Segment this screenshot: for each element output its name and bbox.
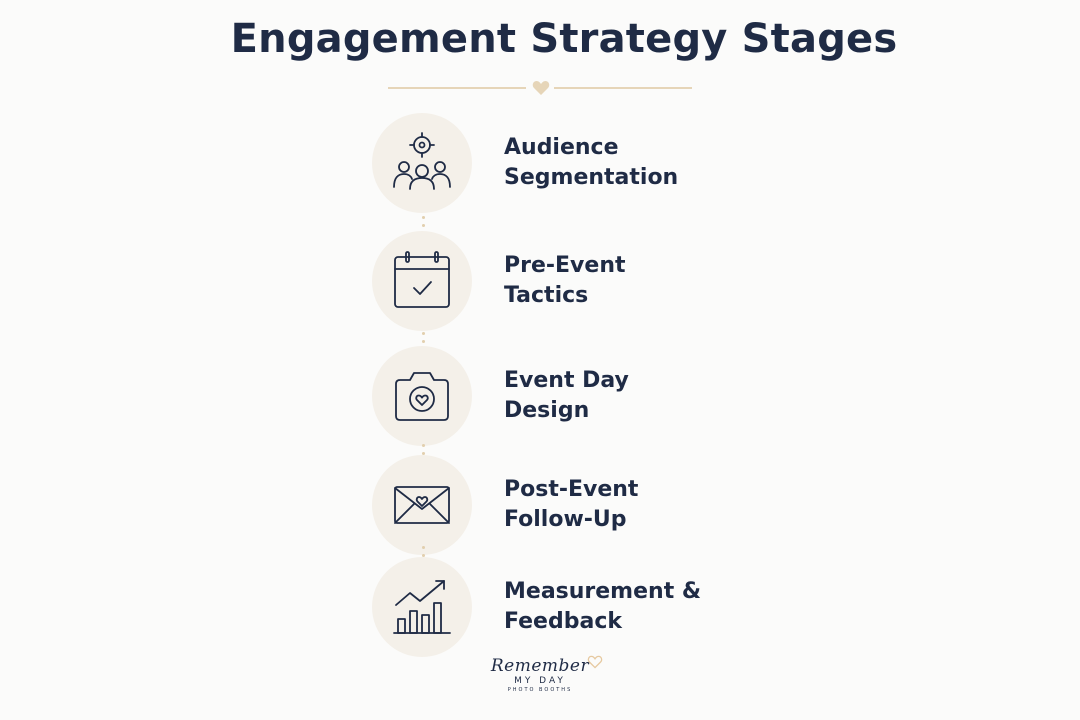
stage-label-line2: Feedback: [504, 609, 622, 634]
camera-heart-icon: [395, 372, 449, 421]
stage-label-line2: Segmentation: [504, 165, 679, 190]
stage-label-line1: Measurement &: [504, 579, 702, 604]
stage-label: Pre-Event Tactics: [504, 251, 626, 311]
stage-icon-circle: [372, 231, 472, 331]
stage-label: Audience Segmentation: [504, 133, 678, 193]
calendar-check-icon: [394, 251, 450, 308]
stage-icon-circle: [372, 346, 472, 446]
audience-target-icon: [393, 132, 451, 190]
divider-line-right: [554, 87, 692, 89]
logo-heart-icon: [587, 655, 603, 669]
stage-label-line1: Pre-Event: [504, 253, 626, 278]
stage-label: Post-Event Follow-Up: [504, 475, 638, 535]
envelope-heart-icon: [394, 486, 450, 524]
growth-chart-icon: [393, 580, 451, 634]
stage-pre-event-tactics: Pre-Event Tactics: [372, 231, 872, 331]
connector-dots: [421, 216, 425, 232]
stage-icon-circle: [372, 113, 472, 213]
stage-audience-segmentation: Audience Segmentation: [372, 113, 872, 213]
stage-label-line2: Design: [504, 398, 590, 423]
stage-label-line2: Tactics: [504, 283, 589, 308]
stage-label-line1: Audience: [504, 135, 619, 160]
stage-icon-circle: [372, 557, 472, 657]
stage-label: Measurement & Feedback: [504, 577, 701, 637]
stage-measurement-feedback: Measurement & Feedback: [372, 557, 872, 657]
page-title: Engagement Strategy Stages: [230, 16, 898, 62]
stage-label-line1: Event Day: [504, 368, 629, 393]
brand-logo: Remember MY DAY PHOTO BOOTHS: [480, 655, 603, 704]
stage-icon-circle: [372, 455, 472, 555]
logo-line2: MY DAY: [514, 676, 566, 686]
stage-post-event-follow-up: Post-Event Follow-Up: [372, 455, 872, 555]
stage-event-day-design: Event Day Design: [372, 346, 872, 446]
connector-dots: [421, 332, 425, 348]
logo-line1: Remember: [490, 656, 590, 676]
stage-label-line2: Follow-Up: [504, 507, 627, 532]
connector-dots: [421, 444, 425, 460]
stage-label-line1: Post-Event: [504, 477, 639, 502]
title-divider: [388, 78, 692, 98]
stage-label: Event Day Design: [504, 366, 629, 426]
connector-dots: [421, 546, 425, 562]
heart-icon: [532, 81, 550, 95]
logo-line3: PHOTO BOOTHS: [507, 687, 573, 693]
logo-script: Remember: [490, 655, 603, 676]
divider-line-left: [388, 87, 526, 89]
